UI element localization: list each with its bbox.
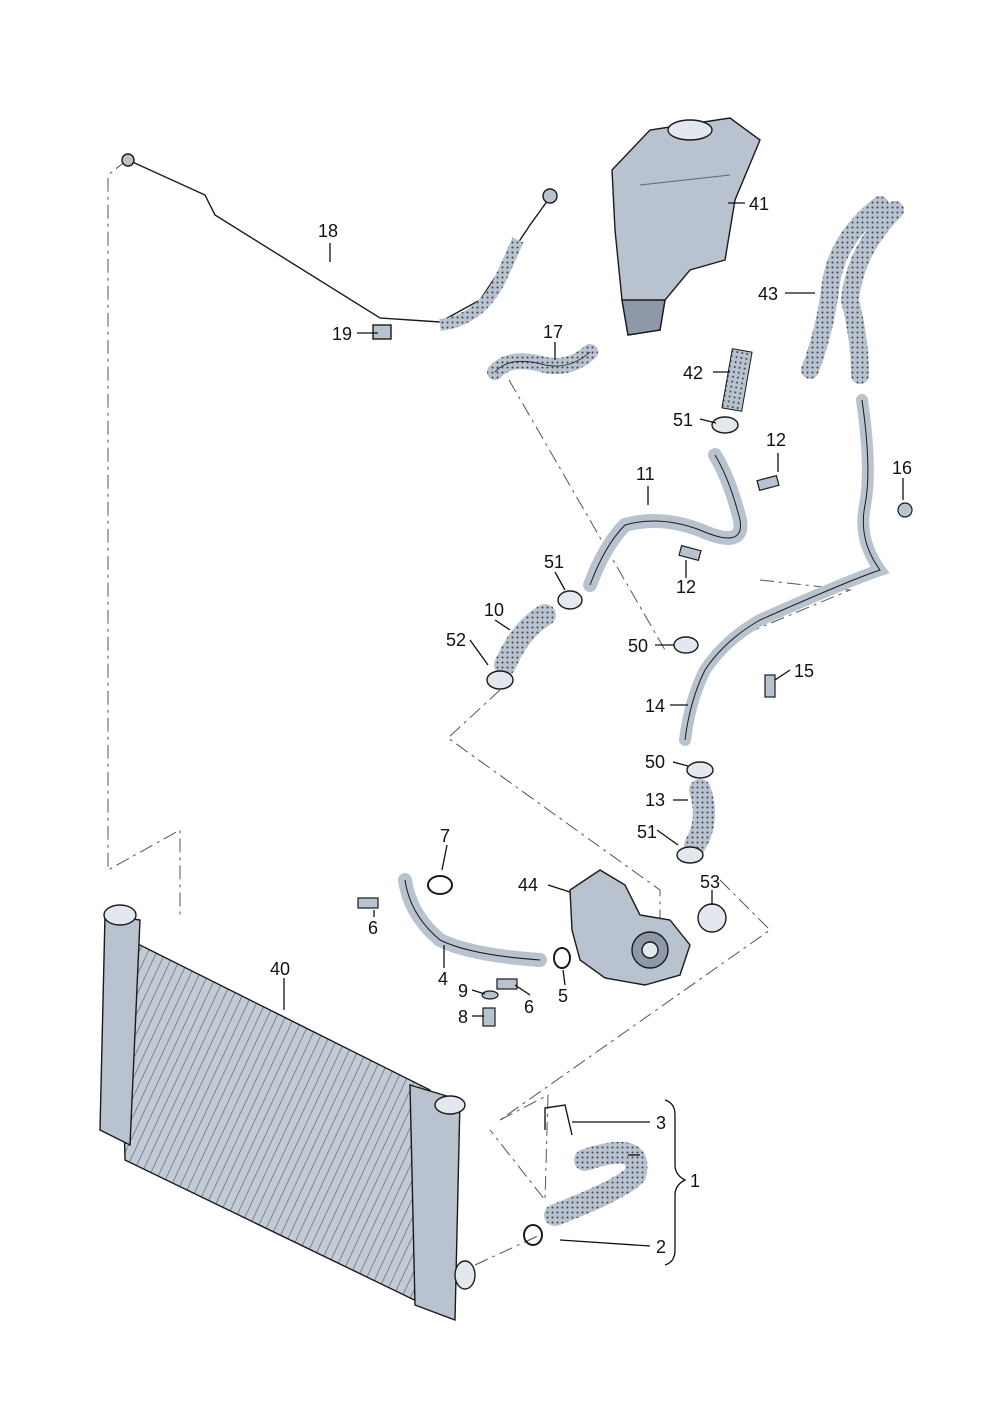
- label-52: 52: [446, 630, 466, 650]
- label-13: 13: [645, 790, 665, 810]
- leader-lines: [283, 202, 904, 1266]
- label-50-bottom: 50: [645, 752, 665, 772]
- part-19-clip: [372, 324, 392, 340]
- part-42-hose: [721, 348, 753, 412]
- label-51-top: 51: [673, 410, 693, 430]
- label-7: 7: [440, 826, 450, 846]
- label-10: 10: [484, 600, 504, 620]
- part-number-labels: 18 19 41 17 42 43 51 12 11 16 51 12 10 5…: [270, 194, 912, 1257]
- label-19: 19: [332, 324, 352, 344]
- part-41-expansion-tank: [611, 117, 761, 336]
- label-6-right: 6: [524, 997, 534, 1017]
- label-51-bottom: 51: [637, 822, 657, 842]
- label-4: 4: [438, 969, 448, 989]
- part-14-pipe: [679, 394, 890, 746]
- part-17-hose: [487, 344, 598, 380]
- label-8: 8: [458, 1007, 468, 1027]
- label-42: 42: [683, 363, 703, 383]
- label-15: 15: [794, 661, 814, 681]
- label-18: 18: [318, 221, 338, 241]
- part-18-vent-line: [121, 153, 558, 331]
- label-3: 3: [656, 1113, 666, 1133]
- label-50-top: 50: [628, 636, 648, 656]
- part-13-hose: [684, 779, 715, 856]
- part-1-hose-assembly: [523, 1104, 648, 1246]
- label-44: 44: [518, 875, 538, 895]
- label-11: 11: [636, 464, 655, 484]
- label-6-left: 6: [368, 918, 378, 938]
- label-53: 53: [700, 872, 720, 892]
- bolts: [357, 474, 913, 1027]
- label-43: 43: [758, 284, 778, 304]
- part-40-radiator: [99, 904, 476, 1322]
- label-41: 41: [749, 194, 769, 214]
- label-2: 2: [656, 1237, 666, 1257]
- label-40: 40: [270, 959, 290, 979]
- label-5: 5: [558, 986, 568, 1006]
- label-12-top: 12: [766, 430, 786, 450]
- label-16: 16: [892, 458, 912, 478]
- part-5-o-ring: [553, 947, 571, 969]
- label-9: 9: [458, 981, 468, 1001]
- label-1: 1: [690, 1171, 700, 1191]
- label-17: 17: [543, 322, 563, 342]
- label-14: 14: [645, 696, 665, 716]
- label-12-bottom: 12: [676, 577, 696, 597]
- part-43-hoses: [801, 196, 904, 384]
- hose-clamps: [486, 416, 739, 933]
- label-51-mid: 51: [544, 552, 564, 572]
- part-4-pipe: [398, 873, 547, 967]
- part-7-o-ring: [427, 875, 453, 895]
- part-11-pipe: [583, 448, 748, 592]
- assembly-lines: [107, 159, 852, 1266]
- part-44-water-pump: [569, 869, 691, 986]
- part-10-hose: [494, 604, 556, 676]
